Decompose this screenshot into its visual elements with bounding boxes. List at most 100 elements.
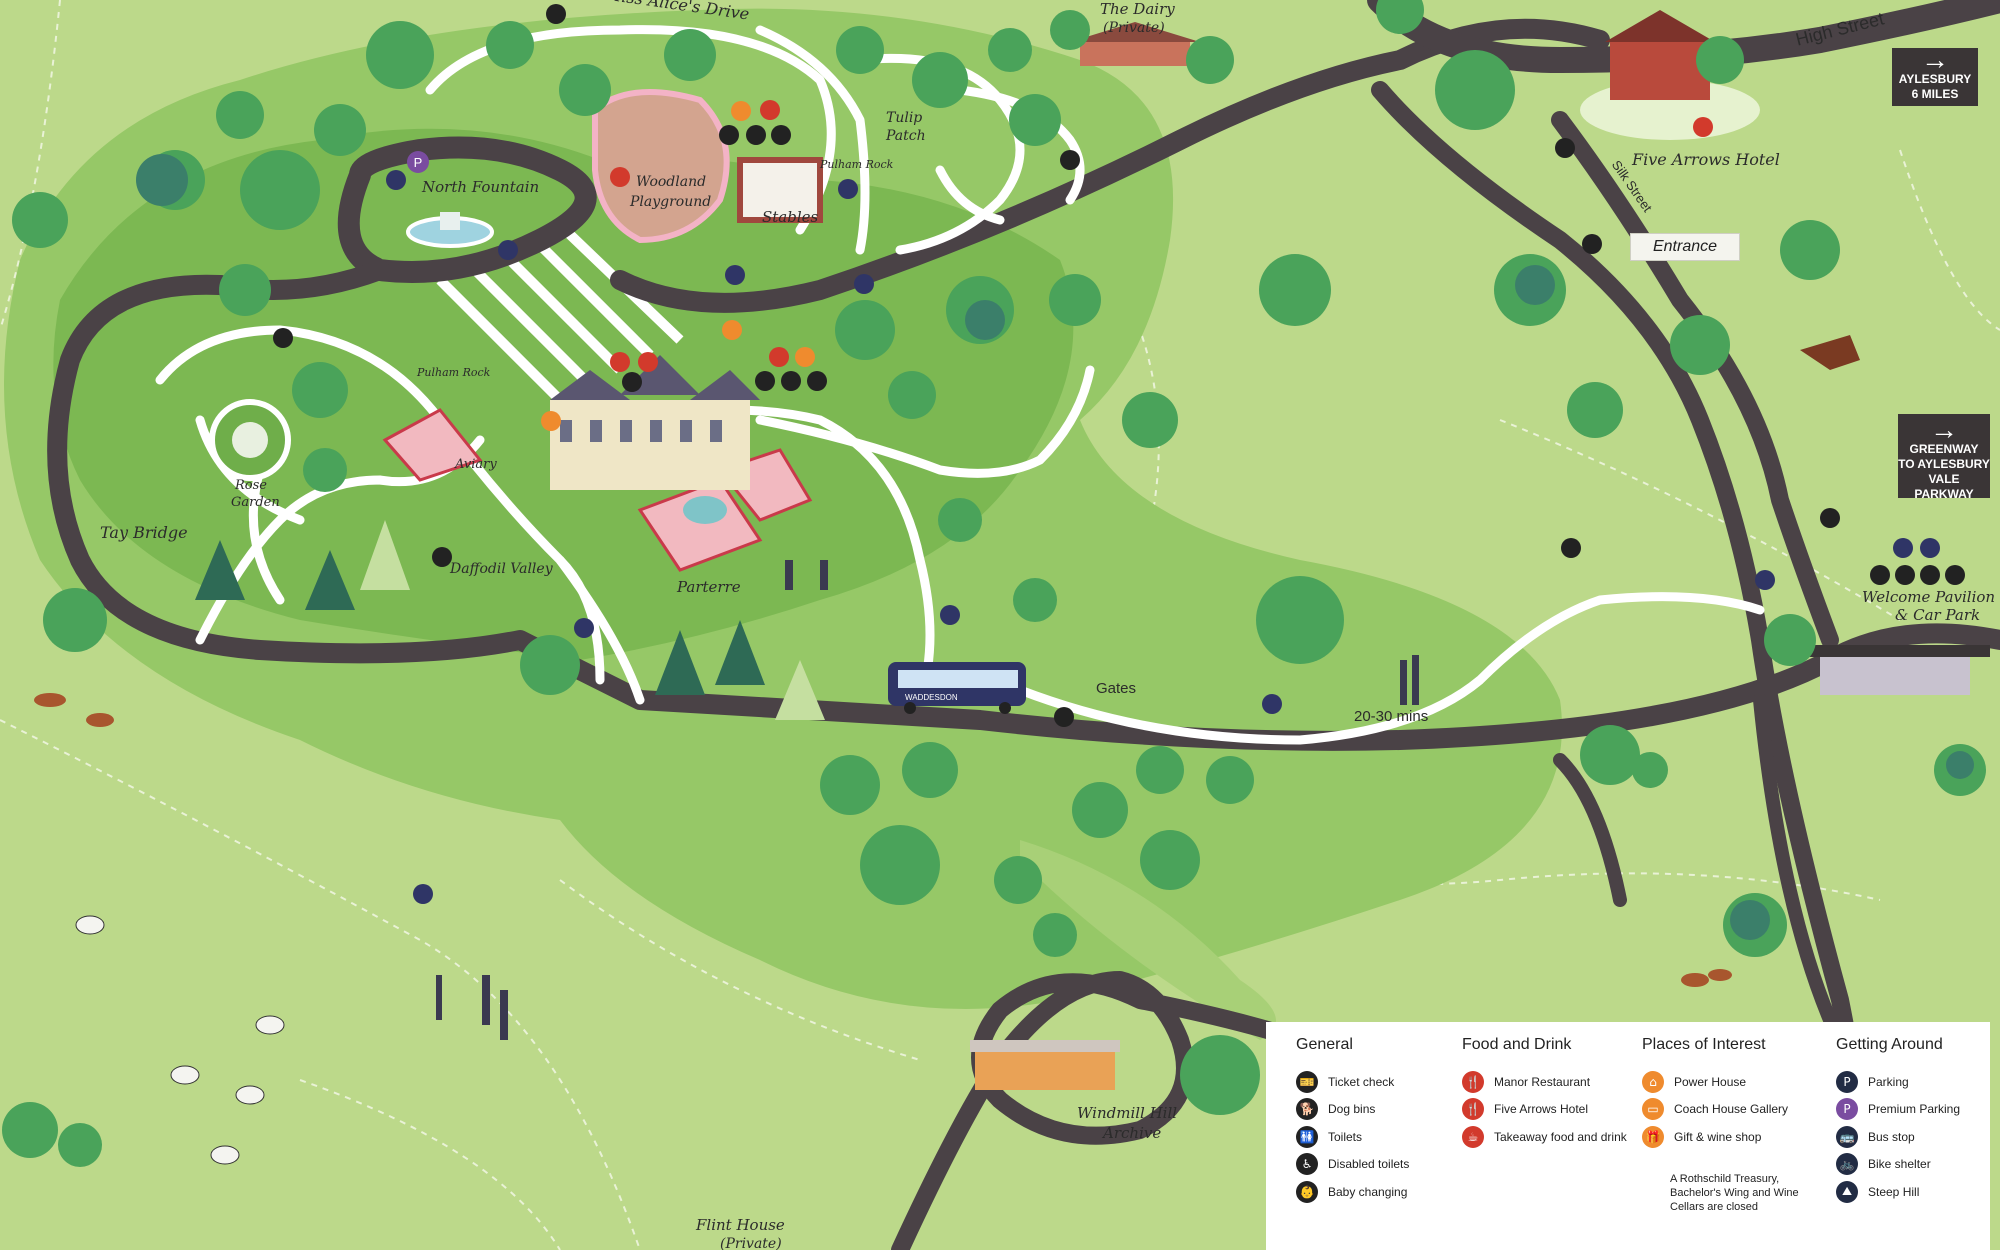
gallery-marker[interactable] — [731, 101, 751, 121]
restaurant-marker[interactable] — [769, 347, 789, 367]
aylesbury-sign: → AYLESBURY 6 MILES — [1892, 46, 1978, 106]
north-fountain — [406, 212, 494, 248]
steep-hill-marker[interactable] — [940, 605, 960, 625]
dog-bin-marker[interactable] — [1561, 538, 1581, 558]
label-north-fountain: North Fountain — [421, 178, 539, 196]
label-aviary: Aviary — [454, 457, 497, 472]
legend-label: Takeaway food and drink — [1494, 1129, 1627, 1144]
legend-label: Parking — [1868, 1074, 1909, 1089]
legend-item: 🍴Manor Restaurant — [1462, 1068, 1627, 1096]
dog-bin-marker[interactable] — [273, 328, 293, 348]
legend-label: Gift & wine shop — [1674, 1129, 1762, 1144]
legend-label: Disabled toilets — [1328, 1157, 1410, 1172]
takeaway-icon: ☕ — [1462, 1125, 1484, 1148]
parterre-beds — [382, 408, 813, 572]
steep-hill-icon: ⛰ — [1836, 1180, 1858, 1203]
bike-marker[interactable] — [838, 179, 858, 199]
bike-marker[interactable] — [386, 170, 406, 190]
restaurant-marker[interactable] — [760, 100, 780, 120]
legend-item: ♿ Disabled toilets — [1296, 1151, 1409, 1179]
aylesbury-sign-line1: AYLESBURY — [1898, 72, 1972, 86]
legend-label: Power House — [1674, 1074, 1747, 1089]
legend-label: Baby changing — [1328, 1184, 1408, 1199]
label-woodland: Woodland — [636, 174, 706, 190]
toilets-marker[interactable] — [719, 125, 791, 145]
legend-label: Five Arrows Hotel — [1494, 1102, 1589, 1117]
ticket-marker[interactable] — [622, 372, 642, 392]
toilets-icon: 🚻 — [1296, 1125, 1318, 1148]
power-house-icon: ⌂ — [1642, 1070, 1664, 1093]
people — [436, 560, 1419, 1040]
label-daffodil-valley: Daffodil Valley — [449, 561, 554, 577]
label-tay-bridge: Tay Bridge — [100, 523, 188, 542]
greenway-sign-line3: VALE PARKWAY — [1914, 472, 1974, 501]
legend-food-title: Food and Drink — [1462, 1036, 1572, 1053]
disabled-toilets-icon: ♿ — [1296, 1153, 1318, 1176]
hotel-icon: 🍴 — [1462, 1098, 1484, 1121]
gallery-marker[interactable] — [541, 411, 561, 431]
label-patch: Patch — [885, 128, 926, 144]
bike-shelter-icon: 🚲 — [1836, 1153, 1858, 1176]
dog-bin-marker[interactable] — [1582, 234, 1602, 254]
legend-item: 🎁Gift & wine shop — [1642, 1123, 1788, 1151]
greenway-sign-line1: GREENWAY — [1909, 442, 1979, 456]
restaurant-marker[interactable] — [610, 352, 630, 372]
steep-hill-marker[interactable] — [574, 618, 594, 638]
label-flint-house: Flint House — [695, 1216, 785, 1234]
stables-building — [737, 157, 823, 223]
dog-bin-marker[interactable] — [432, 547, 452, 567]
bus-stop-marker[interactable] — [1755, 570, 1775, 590]
restaurant-icon: 🍴 — [1462, 1070, 1484, 1093]
map-markers[interactable]: P — [273, 4, 1965, 904]
dog-bin-marker[interactable] — [1820, 508, 1840, 528]
label-garden: Garden — [231, 495, 280, 510]
pavilion-facilities-marker[interactable] — [1870, 538, 1965, 585]
label-pulham-rock-2: Pulham Rock — [416, 366, 491, 379]
label-playground: Playground — [629, 194, 711, 210]
ticket-marker[interactable] — [1054, 707, 1074, 727]
legend-item: ⌂ Power House — [1642, 1068, 1788, 1096]
parking-icon: P — [1836, 1070, 1858, 1093]
steep-hill-marker[interactable] — [413, 884, 433, 904]
bus-text: WADDESDON — [905, 693, 958, 702]
legend-places: Places of Interest ⌂Power House ▭Coach H… — [1642, 1036, 1788, 1151]
welcome-pavilion-building — [1800, 645, 1990, 695]
toilets-marker[interactable] — [755, 371, 827, 391]
dog-bin-marker[interactable] — [546, 4, 566, 24]
steep-hill-marker[interactable] — [725, 265, 745, 285]
sheep — [75, 915, 285, 1165]
label-gates: Gates — [1096, 680, 1136, 697]
label-the-dairy-sub: (Private) — [1103, 20, 1165, 36]
legend-label: Dog bins — [1328, 1102, 1376, 1117]
legend-item: P Parking — [1836, 1068, 1960, 1096]
dog-bin-icon: 🐕 — [1296, 1098, 1318, 1121]
legend-item: 🚌Bus stop — [1836, 1123, 1960, 1151]
legend-item: ⛰Steep Hill — [1836, 1178, 1960, 1206]
svg-text:P: P — [414, 155, 423, 170]
south-lawn — [1020, 840, 1276, 1040]
aylesbury-sign-line2: 6 MILES — [1911, 87, 1959, 101]
dog-bin-marker[interactable] — [1060, 150, 1080, 170]
windmill-hill-archive-building — [970, 1040, 1120, 1090]
restaurant-marker[interactable] — [638, 352, 658, 372]
restaurant-marker[interactable] — [610, 167, 630, 187]
bus-stop-marker[interactable] — [498, 240, 518, 260]
parking-marker[interactable]: P — [407, 151, 429, 173]
steep-hill-marker[interactable] — [1262, 694, 1282, 714]
gallery-marker[interactable] — [795, 347, 815, 367]
premium-parking-icon: P — [1836, 1098, 1858, 1121]
dog-bin-marker[interactable] — [1555, 138, 1575, 158]
baby-changing-icon: 👶 — [1296, 1180, 1318, 1203]
five-arrows-hotel-building — [1580, 10, 1760, 140]
legend-item: 🎫Ticket check — [1296, 1068, 1409, 1096]
legend-item: ☕ Takeaway food and drink — [1462, 1123, 1627, 1151]
label-archive: Archive — [1101, 1124, 1161, 1142]
rose-garden — [209, 399, 291, 481]
restaurant-marker[interactable] — [1693, 117, 1713, 137]
deer — [34, 693, 1732, 987]
gallery-marker[interactable] — [722, 320, 742, 340]
bus-stop-marker[interactable] — [854, 274, 874, 294]
legend-getting-around-title: Getting Around — [1836, 1036, 1943, 1053]
